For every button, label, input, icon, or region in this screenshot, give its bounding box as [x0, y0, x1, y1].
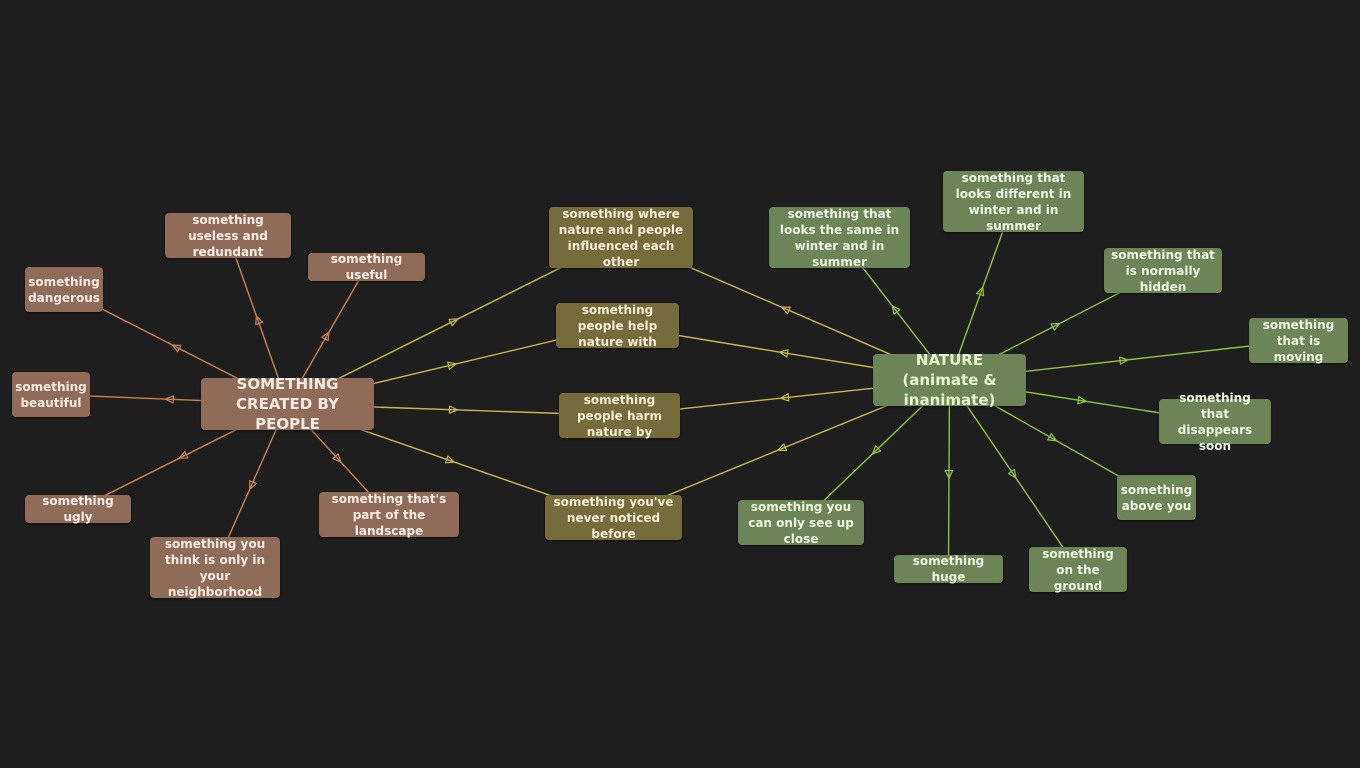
node-on-the-ground[interactable]: something on the ground: [1029, 546, 1127, 593]
node-label: something above you: [1120, 482, 1193, 513]
arrow-head-icon: [178, 450, 189, 459]
node-label: something where nature and people influe…: [558, 206, 684, 269]
arrow-head-icon: [171, 344, 182, 353]
arrow-head-icon: [444, 455, 455, 464]
node-label: something that looks the same in winter …: [779, 206, 900, 269]
arrow-head-icon: [778, 349, 789, 358]
node-different-winter-summer[interactable]: something that looks different in winter…: [943, 170, 1084, 233]
node-nature[interactable]: NATURE (animate & inanimate): [873, 351, 1026, 409]
arrow-head-icon: [1047, 433, 1058, 442]
node-label: something useful: [330, 252, 403, 282]
node-label: something ugly: [42, 494, 114, 524]
arrow-head-icon: [777, 443, 788, 452]
node-something-dangerous[interactable]: something dangerous: [25, 267, 103, 312]
edge-created_hub-c_useless: [227, 235, 289, 405]
arrow-head-icon: [779, 393, 790, 402]
node-above-you[interactable]: something above you: [1117, 475, 1196, 520]
arrow-head-icon: [976, 286, 985, 297]
arrow-head-icon: [1077, 395, 1087, 405]
node-never-noticed[interactable]: something you've never noticed before: [545, 494, 682, 541]
node-label: something that is normally hidden: [1111, 247, 1215, 294]
node-label: something you think is only in your neig…: [164, 536, 266, 599]
node-something-huge[interactable]: something huge: [894, 554, 1003, 584]
node-label: something that looks different in winter…: [955, 170, 1072, 233]
node-something-moving[interactable]: something that is moving: [1249, 317, 1348, 364]
node-people-harm-nature[interactable]: something people harm nature by: [559, 392, 680, 439]
node-label: something that's part of the landscape: [331, 491, 447, 538]
arrow-head-icon: [164, 395, 174, 404]
arrow-head-icon: [871, 445, 882, 455]
arrow-head-icon: [891, 304, 901, 315]
arrow-head-icon: [255, 315, 264, 326]
node-see-up-close[interactable]: something you can only see up close: [738, 499, 864, 546]
node-normally-hidden[interactable]: something that is normally hidden: [1104, 247, 1222, 294]
node-label: something that is moving: [1262, 317, 1335, 364]
arrow-head-icon: [448, 405, 459, 414]
node-label: something you've never noticed before: [553, 494, 674, 541]
arrow-head-icon: [1119, 356, 1129, 365]
arrow-head-icon: [321, 331, 330, 342]
node-something-neighborhood[interactable]: something you think is only in your neig…: [150, 536, 280, 599]
edge-nature_hub-n_huge: [947, 379, 951, 570]
node-label: NATURE (animate & inanimate): [902, 351, 997, 409]
node-label: something people help nature with: [577, 302, 658, 349]
node-something-landscape[interactable]: something that's part of the landscape: [319, 491, 459, 538]
arrow-head-icon: [1007, 468, 1017, 479]
node-something-ugly[interactable]: something ugly: [25, 494, 131, 524]
node-label: something that disappears soon: [1177, 390, 1253, 453]
arrow-head-icon: [448, 318, 459, 327]
node-label: something beautiful: [15, 379, 87, 410]
node-something-useless[interactable]: something useless and redundant: [165, 212, 291, 259]
node-people-help-nature[interactable]: something people help nature with: [556, 302, 679, 349]
node-something-beautiful[interactable]: something beautiful: [12, 372, 90, 417]
node-label: something on the ground: [1042, 546, 1114, 593]
node-something-influenced[interactable]: something where nature and people influe…: [549, 206, 693, 269]
node-label: something people harm nature by: [576, 392, 663, 439]
arrow-head-icon: [944, 469, 954, 480]
arrow-head-icon: [248, 480, 257, 491]
arrow-head-icon: [332, 453, 342, 463]
node-disappears-soon[interactable]: something that disappears soon: [1159, 391, 1271, 453]
node-created-by-people[interactable]: SOMETHING CREATED BY PEOPLE: [201, 375, 374, 433]
arrow-head-icon: [780, 306, 791, 315]
node-label: something you can only see up close: [748, 499, 854, 546]
node-label: SOMETHING CREATED BY PEOPLE: [236, 375, 339, 433]
node-label: something dangerous: [28, 274, 100, 305]
node-label: something useless and redundant: [188, 212, 268, 259]
node-label: something huge: [912, 554, 985, 584]
edge-nature_hub-n_ground: [948, 379, 1079, 570]
arrow-head-icon: [447, 361, 457, 370]
node-same-winter-summer[interactable]: something that looks the same in winter …: [769, 206, 910, 269]
node-something-useful[interactable]: something useful: [308, 252, 425, 282]
arrow-head-icon: [1050, 322, 1061, 331]
